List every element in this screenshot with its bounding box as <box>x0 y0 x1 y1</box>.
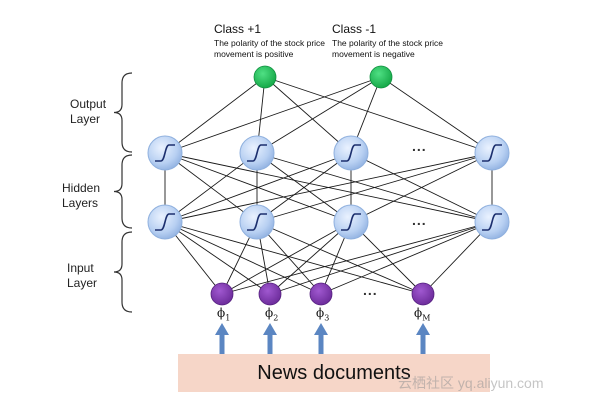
output-layer-text: Output Layer <box>70 97 107 126</box>
feature-symbol: ϕ <box>414 306 423 320</box>
hidden-node-bottom-3 <box>333 204 369 240</box>
feature-symbol: ϕ <box>217 306 226 320</box>
arrow-head <box>215 323 229 335</box>
class-plus-title: Class +1 <box>214 22 262 36</box>
feature-subscript: 2 <box>273 313 279 323</box>
output-layer-brace <box>113 72 133 153</box>
edge-hidden-hidden <box>164 152 352 223</box>
output-layer-label: Output Layer <box>70 97 106 127</box>
sigmoid-icon <box>341 144 361 162</box>
feature-label-2: ϕ2 <box>265 306 278 322</box>
connections <box>164 76 493 295</box>
class-plus-desc: The polarity of the stock price movement… <box>214 38 326 59</box>
input-layer-text: Input Layer <box>67 261 98 290</box>
sigmoid-icon <box>482 213 502 231</box>
edge-hidden-input <box>269 221 352 295</box>
sigmoid-icon <box>247 144 267 162</box>
arrow-head <box>416 323 430 335</box>
arrow-shaft <box>420 332 426 354</box>
watermark: 云栖社区 yq.aliyun.com <box>398 375 544 391</box>
feature-subscript: 1 <box>225 313 231 323</box>
hidden-ellipsis-top: ... <box>412 138 427 154</box>
arrow-shaft <box>219 332 225 354</box>
sigmoid-icon <box>482 144 502 162</box>
input-node-1 <box>210 282 234 306</box>
input-node-2 <box>258 282 282 306</box>
arrow-shaft <box>318 332 324 354</box>
input-layer-label: Input Layer <box>67 261 97 291</box>
edge-hidden-input <box>221 221 352 295</box>
feature-label-m: ϕM <box>414 306 430 322</box>
edge-hidden-hidden <box>350 152 493 223</box>
arrow-shaft <box>267 332 273 354</box>
hidden-node-top-4 <box>474 135 510 171</box>
edge-output-hidden <box>380 76 493 154</box>
hidden-layers-text: Hidden Layers <box>62 181 101 210</box>
hidden-ellipsis-bottom: ... <box>412 212 427 228</box>
arrow-head <box>263 323 277 335</box>
edge-hidden-input <box>164 221 424 295</box>
news-documents-label: News documents <box>257 362 411 384</box>
input-arrows <box>215 323 430 354</box>
edge-hidden-hidden <box>256 152 352 223</box>
feature-symbol: ϕ <box>265 306 274 320</box>
input-arrow-3 <box>314 323 328 354</box>
edge-hidden-hidden <box>164 152 493 223</box>
edge-hidden-hidden <box>164 152 258 223</box>
edge-output-hidden <box>164 76 266 154</box>
edge-hidden-input <box>256 221 424 295</box>
hidden-node-bottom-4 <box>474 204 510 240</box>
edge-output-hidden <box>264 76 352 154</box>
edge-hidden-input <box>164 221 322 295</box>
arrow-head <box>314 323 328 335</box>
input-arrow-4 <box>416 323 430 354</box>
sigmoid-icon <box>155 213 175 231</box>
input-arrow-2 <box>263 323 277 354</box>
sigmoid-icon <box>341 213 361 231</box>
feature-label-3: ϕ3 <box>316 306 329 322</box>
sigmoid-icon <box>155 144 175 162</box>
class-minus-desc: The polarity of the stock price movement… <box>332 38 444 59</box>
edge-hidden-hidden <box>256 152 493 223</box>
input-arrow-1 <box>215 323 229 354</box>
feature-label-1: ϕ1 <box>217 306 230 322</box>
hidden-node-top-2 <box>239 135 275 171</box>
output-node-2 <box>369 65 393 89</box>
input-node-4 <box>411 282 435 306</box>
input-node-3 <box>309 282 333 306</box>
hidden-node-top-3 <box>333 135 369 171</box>
edge-output-hidden <box>264 76 493 154</box>
feature-symbol: ϕ <box>316 306 325 320</box>
output-node-1 <box>253 65 277 89</box>
class-minus-title: Class -1 <box>332 22 377 36</box>
nodes <box>147 65 510 306</box>
hidden-node-top-1 <box>147 135 183 171</box>
hidden-node-bottom-2 <box>239 204 275 240</box>
edge-output-hidden <box>164 76 382 154</box>
edge-hidden-input <box>269 221 493 295</box>
hidden-node-bottom-1 <box>147 204 183 240</box>
hidden-layers-brace <box>113 154 133 229</box>
input-ellipsis: ... <box>363 282 378 298</box>
sigmoid-icon <box>247 213 267 231</box>
hidden-layers-label: Hidden Layers <box>62 181 100 211</box>
input-layer-brace <box>113 231 133 313</box>
layer-braces <box>113 72 133 313</box>
feature-subscript: 3 <box>324 313 330 323</box>
edge-hidden-input <box>320 221 493 295</box>
edge-output-hidden <box>256 76 382 154</box>
edge-hidden-input <box>221 221 493 295</box>
feature-subscript: M <box>422 313 431 323</box>
news-documents-box: News documents <box>178 354 490 392</box>
edge-hidden-input <box>164 221 271 295</box>
